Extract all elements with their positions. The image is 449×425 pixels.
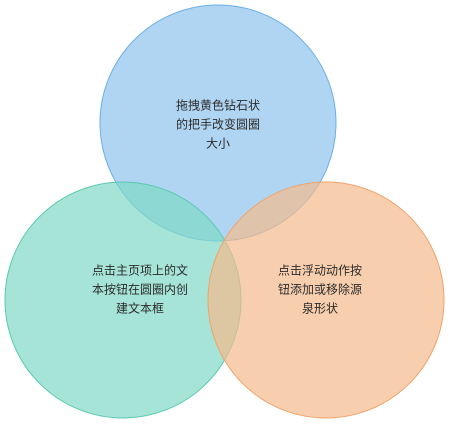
circle-top-group[interactable]: 拖拽黄色钻石状 的把手改变圆圈 大小 — [99, 4, 337, 242]
circle-left-label-line-2: 本按钮在圆圈内创 — [92, 282, 188, 297]
circle-left[interactable] — [4, 181, 242, 419]
circle-right-label-line-3: 泉形状 — [302, 302, 338, 316]
circle-left-group[interactable]: 点击主页项上的文 本按钮在圆圈内创 建文本框 — [4, 181, 242, 419]
circle-right-label-line-1: 点击浮动动作按 — [278, 264, 362, 278]
circle-right-group[interactable]: 点击浮动动作按 钮添加或移除源 泉形状 — [207, 181, 445, 419]
circle-left-label-line-1: 点击主页项上的文 — [92, 263, 188, 278]
circle-top-label-line-1: 拖拽黄色钻石状 — [176, 98, 260, 113]
circle-left-label-line-3: 建文本框 — [116, 301, 164, 316]
circle-right-label-line-2: 钮添加或移除源 — [278, 282, 362, 297]
circle-top-label-line-3: 大小 — [206, 137, 230, 151]
circle-top-label-line-2: 的把手改变圆圈 — [176, 117, 260, 132]
circle-right[interactable] — [207, 181, 445, 419]
